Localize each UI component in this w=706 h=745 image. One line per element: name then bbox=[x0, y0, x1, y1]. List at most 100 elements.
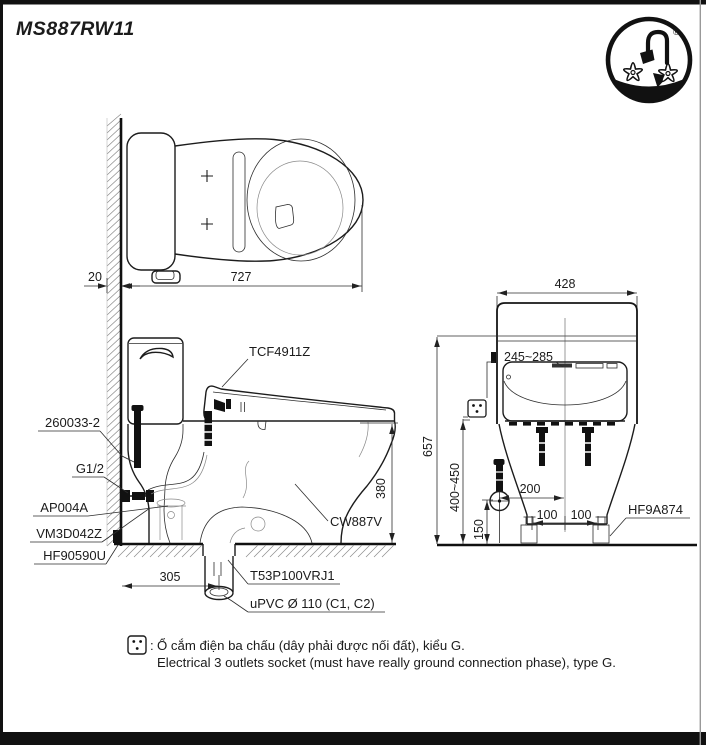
bowl-inner-line bbox=[358, 421, 369, 458]
supply-hose-2 bbox=[150, 454, 208, 495]
dim-roughin-305: 305 bbox=[160, 570, 181, 584]
dim-bolt-100-right: 100 bbox=[571, 508, 592, 522]
dim-width-428: 428 bbox=[555, 277, 576, 291]
registered-mark: ® bbox=[673, 27, 680, 37]
leader-floor-fitting bbox=[34, 544, 119, 565]
note-vietnamese: Ổ cắm điện ba chấu (dây phải được nối đấ… bbox=[157, 638, 465, 653]
water-inlet-black bbox=[204, 411, 212, 446]
note-english: Electrical 3 outlets socket (must have r… bbox=[157, 655, 616, 670]
label-fill-valve: VM3D042Z bbox=[36, 526, 102, 541]
bowl-left-front bbox=[498, 423, 528, 524]
lid-button-top bbox=[275, 204, 295, 229]
supply-pipe-cap bbox=[131, 405, 144, 411]
dim-socket-height: 400~450 bbox=[448, 463, 462, 512]
right-border bbox=[699, 0, 701, 745]
seat-unit-side bbox=[203, 385, 396, 421]
leader-stop-valve bbox=[33, 505, 169, 517]
socket-bracket bbox=[486, 361, 495, 398]
wall-section bbox=[106, 113, 123, 547]
dim-socket-offset: 245~285 bbox=[504, 350, 553, 364]
dim-valve-150: 150 bbox=[472, 519, 486, 540]
flower-icons bbox=[622, 62, 679, 83]
leader-supply-pipe bbox=[38, 430, 135, 463]
dim-line-400-450 bbox=[462, 419, 470, 544]
bottom-border bbox=[0, 732, 706, 745]
seat-panel-2 bbox=[606, 363, 618, 369]
dim-line-305 bbox=[122, 575, 220, 590]
floor-hatch bbox=[117, 544, 395, 558]
socket-offset-tick bbox=[555, 361, 564, 368]
seat-gasket-dashes bbox=[509, 422, 615, 426]
lid-inner-line-top bbox=[256, 160, 344, 256]
tank-side bbox=[127, 337, 184, 425]
leader-fill-valve bbox=[30, 507, 151, 543]
seat-bumper bbox=[257, 420, 267, 430]
page-title: MS887RW11 bbox=[16, 18, 135, 40]
trap-boss bbox=[250, 516, 266, 532]
seat-vent bbox=[552, 363, 572, 368]
leader-bolt-cap bbox=[609, 517, 690, 537]
note-colon: : bbox=[150, 638, 154, 653]
supply-hose bbox=[147, 451, 205, 491]
hinge-cover-top bbox=[232, 151, 246, 253]
supply-valve-front bbox=[489, 459, 510, 543]
wall-hatch bbox=[106, 113, 122, 547]
leader-flange bbox=[227, 559, 340, 585]
lid-outline-top bbox=[246, 138, 356, 262]
inlet-slits bbox=[204, 423, 212, 441]
tank-top-view bbox=[126, 132, 176, 271]
label-thread: G1/2 bbox=[76, 461, 104, 476]
label-stop-valve: AP004A bbox=[40, 500, 88, 515]
seat-bolt-left bbox=[536, 427, 548, 466]
drain-detail bbox=[213, 562, 222, 576]
label-seat-unit: TCF4911Z bbox=[249, 344, 310, 359]
leader-thread bbox=[72, 476, 129, 494]
side-view: 380 305 TCF4911Z 260033-2 G1/2 AP004A VM… bbox=[30, 337, 398, 613]
seat-panel-1 bbox=[575, 363, 604, 369]
supply-pipe-black bbox=[134, 410, 141, 468]
faucet-icon bbox=[645, 29, 670, 66]
logo-basin bbox=[614, 79, 684, 101]
dim-height-657: 657 bbox=[421, 436, 435, 457]
tank-lid-lines bbox=[497, 335, 637, 342]
hinge-damper bbox=[226, 399, 231, 409]
bolt-cross-markers bbox=[201, 170, 213, 230]
top-view: 20 727 bbox=[84, 132, 364, 293]
leader-bowl bbox=[294, 483, 329, 522]
dimension-arrows bbox=[98, 283, 636, 589]
seat-lid-line-side bbox=[212, 391, 387, 411]
top-border bbox=[0, 0, 706, 5]
pedestal-right bbox=[163, 424, 184, 544]
socket-note-icon bbox=[127, 635, 147, 655]
valve-body bbox=[132, 492, 145, 500]
tank-side-clip bbox=[491, 352, 496, 363]
trapway bbox=[199, 506, 313, 544]
drain-pipe bbox=[202, 544, 236, 592]
flush-button-side bbox=[139, 347, 174, 360]
dim-line-100s bbox=[531, 516, 599, 530]
flush-button-inner bbox=[155, 270, 175, 280]
valve-nut-2 bbox=[146, 490, 154, 502]
bowl-outline-top bbox=[174, 138, 364, 262]
left-border bbox=[0, 0, 3, 745]
label-bowl: CW887V bbox=[330, 514, 382, 529]
footnote: : Ổ cắm điện ba chấu (dây phải được nối … bbox=[127, 635, 616, 670]
fill-valve-lines bbox=[157, 505, 186, 540]
nozzle-block bbox=[214, 399, 225, 412]
trap-curve bbox=[229, 527, 246, 544]
label-supply-pipe: 260033-2 bbox=[45, 415, 100, 430]
dim-wall-20: 20 bbox=[88, 270, 102, 284]
fill-valve-float bbox=[167, 511, 175, 519]
faucet-head bbox=[640, 49, 655, 64]
leader-drain-pipe bbox=[223, 595, 385, 613]
floor-fitting-black bbox=[113, 530, 121, 543]
dim-bolt-100-left: 100 bbox=[537, 508, 558, 522]
bowl-front-side bbox=[340, 420, 396, 544]
dim-valve-200: 200 bbox=[520, 482, 541, 496]
hinge-ticks bbox=[240, 402, 245, 412]
leader-seat-unit bbox=[221, 358, 249, 388]
valve-nut-1 bbox=[120, 490, 130, 502]
foot-right bbox=[592, 516, 610, 544]
